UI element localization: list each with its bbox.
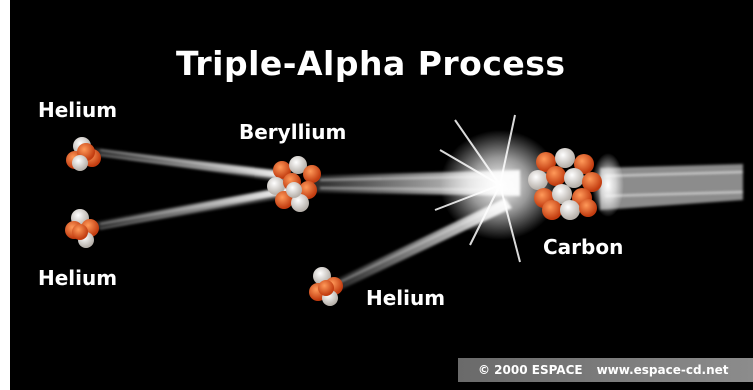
motion-streaks-carbon <box>600 164 744 210</box>
helium-nucleus-top <box>66 137 101 171</box>
credit-bar: © 2000 ESPACE www.espace-cd.net <box>458 358 753 382</box>
website-text: www.espace-cd.net <box>596 363 729 377</box>
label-helium-bottom-left: Helium <box>38 266 118 290</box>
carbon-nucleus <box>528 148 602 220</box>
diagram-title: Triple-Alpha Process <box>176 44 566 83</box>
label-helium-top: Helium <box>38 98 118 122</box>
label-carbon: Carbon <box>543 235 624 259</box>
helium-nucleus-bottom-left <box>65 209 99 248</box>
label-helium-bottom-mid: Helium <box>366 286 446 310</box>
motion-streaks-helium-top <box>95 148 291 183</box>
beryllium-nucleus <box>267 156 321 212</box>
motion-streaks-helium-bottom <box>95 186 291 230</box>
copyright-text: © 2000 ESPACE <box>478 363 583 377</box>
label-beryllium: Beryllium <box>239 120 347 144</box>
fusion-flash <box>434 114 624 263</box>
helium-nucleus-bottom-mid <box>309 267 343 306</box>
